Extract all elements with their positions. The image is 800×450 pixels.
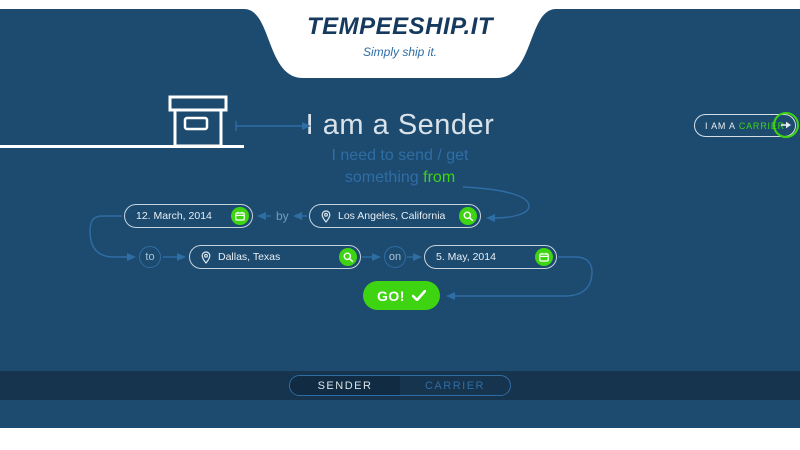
connector-label-to: to xyxy=(139,246,161,268)
ship-date-value: 12. March, 2014 xyxy=(136,210,212,222)
carrier-cta-highlight: CARRIER xyxy=(738,120,785,131)
to-label-text: to xyxy=(145,251,155,263)
ship-date-input[interactable]: 12. March, 2014 xyxy=(124,204,253,228)
ship-date-calendar-button[interactable] xyxy=(231,207,249,225)
brand-logo: TEMPEESHIP.IT xyxy=(306,13,494,40)
bottom-strip xyxy=(0,428,800,450)
to-location-search-button[interactable] xyxy=(339,248,357,266)
calendar-icon xyxy=(539,252,549,262)
from-location-search-button[interactable] xyxy=(459,207,477,225)
location-pin-icon xyxy=(201,250,211,264)
to-location-input[interactable]: Dallas, Texas xyxy=(189,245,361,269)
carrier-cta-prefix: I AM A xyxy=(705,120,736,131)
hero-subtitle-line1: I need to send / get xyxy=(331,147,469,164)
brand: TEMPEESHIP.IT Simply ship it. xyxy=(0,13,800,59)
hero-title: I am a Sender xyxy=(305,109,495,141)
arrival-date-input[interactable]: 5. May, 2014 xyxy=(424,245,557,269)
carrier-arrow-button[interactable] xyxy=(773,112,799,138)
from-location-value: Los Angeles, California xyxy=(338,210,446,222)
hero-subtitle-highlight: from xyxy=(423,169,456,186)
on-label-text: on xyxy=(388,251,402,263)
arrival-date-calendar-button[interactable] xyxy=(535,248,553,266)
go-button-label: GO! xyxy=(377,287,405,304)
arrival-date-value: 5. May, 2014 xyxy=(436,251,496,263)
go-button[interactable]: GO! xyxy=(363,281,440,310)
brand-tagline: Simply ship it. xyxy=(362,45,438,59)
from-location-input[interactable]: Los Angeles, California xyxy=(309,204,481,228)
check-icon xyxy=(411,290,426,301)
package-box-icon xyxy=(168,95,228,148)
role-toggle: SENDER CARRIER xyxy=(289,375,511,396)
arrow-right-icon xyxy=(781,121,791,129)
toggle-carrier[interactable]: CARRIER xyxy=(400,376,510,395)
hero-subtitle-line2: something from xyxy=(0,169,800,187)
connector-label-on: on xyxy=(384,246,406,268)
ground-line xyxy=(0,145,244,148)
search-icon xyxy=(343,252,353,262)
header-banner xyxy=(0,0,800,78)
toggle-sender[interactable]: SENDER xyxy=(290,376,400,395)
calendar-icon xyxy=(235,211,245,221)
connector-label-by: by xyxy=(276,209,289,223)
search-icon xyxy=(463,211,473,221)
location-pin-icon xyxy=(321,209,331,223)
to-location-value: Dallas, Texas xyxy=(218,251,281,263)
hero-subtitle-text: something xyxy=(344,169,419,186)
